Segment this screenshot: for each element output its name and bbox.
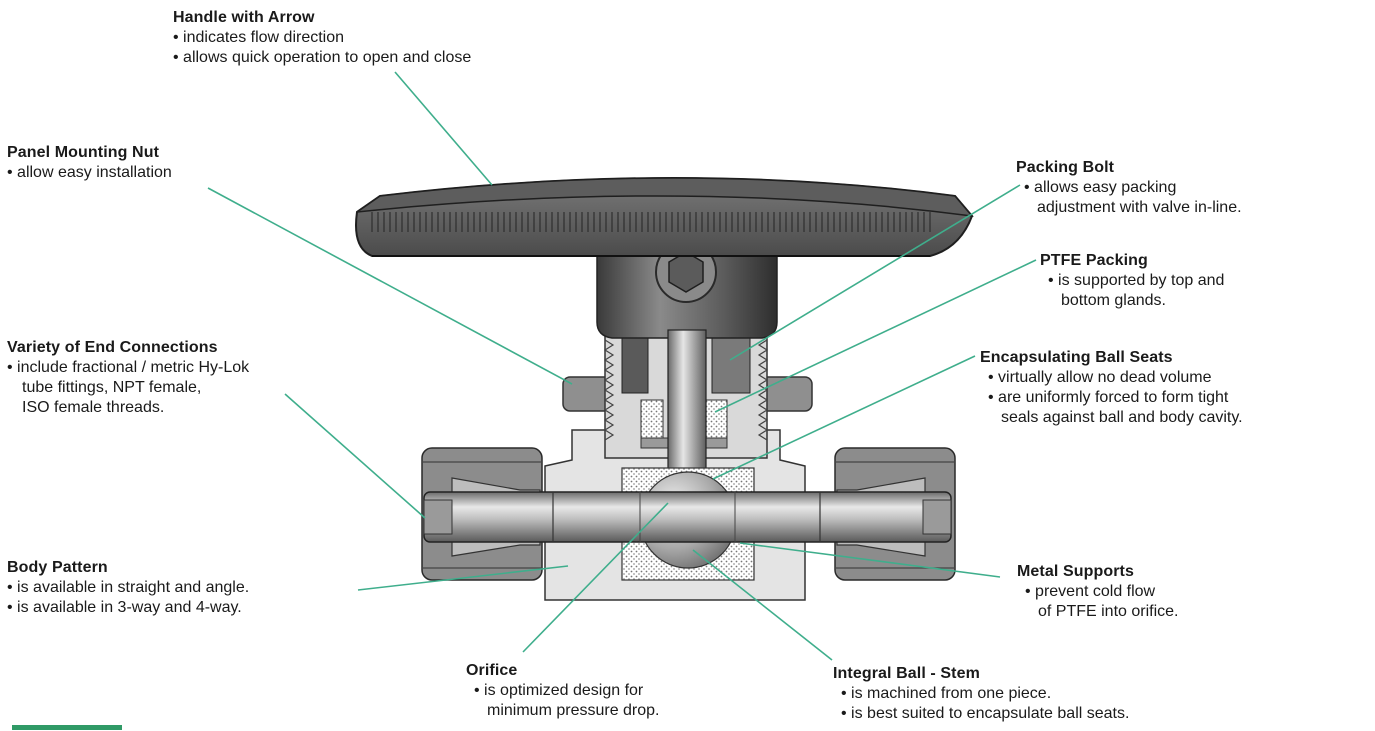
callout-orifice-title: Orifice [466, 662, 518, 679]
callout-handle-bullet: • allows quick operation to open and clo… [173, 49, 472, 66]
leader-handle [394, 71, 493, 186]
callout-ball-stem-bullet: • is best suited to encapsulate ball sea… [841, 705, 1130, 722]
callout-metal-supports-bullet: • prevent cold flow [1025, 583, 1156, 600]
callout-variety: Variety of End Connections • include fra… [7, 338, 249, 418]
cropped-heading-fragment [12, 722, 122, 731]
callout-ptfe-bullet: • is supported by top and [1048, 272, 1225, 289]
callout-handle-title: Handle with Arrow [173, 9, 315, 26]
callout-handle-bullet: • indicates flow direction [173, 29, 345, 46]
leader-ball-stem [692, 549, 833, 661]
callout-orifice-bullet: • is optimized design for [474, 682, 644, 699]
callout-metal-supports-title: Metal Supports [1017, 563, 1134, 580]
callout-orifice: Orifice • is optimized design for minimu… [466, 661, 660, 721]
handle-with-arrow [355, 177, 974, 257]
integral-stem [667, 329, 707, 481]
callout-ball-stem: Integral Ball - Stem • is machined from … [833, 664, 1129, 724]
callout-body-pattern-bullet: • is available in 3-way and 4-way. [7, 599, 242, 616]
callout-variety-bullet: tube fittings, NPT female, [22, 379, 202, 396]
callout-variety-bullet: • include fractional / metric Hy-Lok [7, 359, 250, 376]
callout-body-pattern-title: Body Pattern [7, 559, 108, 576]
leader-orifice [522, 502, 669, 653]
callout-handle: Handle with Arrow • indicates flow direc… [173, 8, 471, 68]
leader-metal-supports [739, 542, 1001, 578]
callout-packing-bolt-bullet: adjustment with valve in-line. [1037, 199, 1242, 216]
callout-ball-seats-bullet: • are uniformly forced to form tight [988, 389, 1229, 406]
callout-panel-nut-bullet: • allow easy installation [7, 164, 172, 181]
callout-packing-bolt-title: Packing Bolt [1016, 159, 1115, 176]
leader-panel-nut [207, 187, 573, 385]
leader-variety [284, 393, 426, 519]
flow-tube [423, 491, 952, 543]
callout-ptfe-title: PTFE Packing [1040, 252, 1148, 269]
callout-body-pattern-bullet: • is available in straight and angle. [7, 579, 250, 596]
callout-packing-bolt-bullet: • allows easy packing [1024, 179, 1177, 196]
callout-packing-bolt: Packing Bolt • allows easy packing adjus… [1016, 158, 1242, 218]
callout-metal-supports: Metal Supports • prevent cold flow of PT… [1017, 562, 1179, 622]
callout-orifice-bullet: minimum pressure drop. [487, 702, 660, 719]
callout-ptfe-bullet: bottom glands. [1061, 292, 1166, 309]
callout-ball-stem-title: Integral Ball - Stem [833, 665, 980, 682]
callout-ball-seats-bullet: seals against ball and body cavity. [1001, 409, 1243, 426]
callout-panel-nut: Panel Mounting Nut • allow easy installa… [7, 143, 172, 183]
callout-ptfe: PTFE Packing • is supported by top and b… [1040, 251, 1224, 311]
callout-body-pattern: Body Pattern • is available in straight … [7, 558, 249, 618]
leader-body-pattern [357, 565, 569, 591]
callout-metal-supports-bullet: of PTFE into orifice. [1038, 603, 1179, 620]
callout-variety-title: Variety of End Connections [7, 339, 218, 356]
callout-ball-stem-bullet: • is machined from one piece. [841, 685, 1052, 702]
leader-ball-seats [712, 355, 976, 480]
callout-ball-seats: Encapsulating Ball Seats • virtually all… [980, 348, 1243, 428]
leader-packing-bolt [729, 184, 1021, 361]
leader-ptfe [714, 259, 1037, 413]
callout-ball-seats-bullet: • virtually allow no dead volume [988, 369, 1212, 386]
callout-panel-nut-title: Panel Mounting Nut [7, 144, 160, 161]
callout-variety-bullet: ISO female threads. [22, 399, 165, 416]
callout-ball-seats-title: Encapsulating Ball Seats [980, 349, 1173, 366]
leader-lines [207, 71, 1037, 661]
